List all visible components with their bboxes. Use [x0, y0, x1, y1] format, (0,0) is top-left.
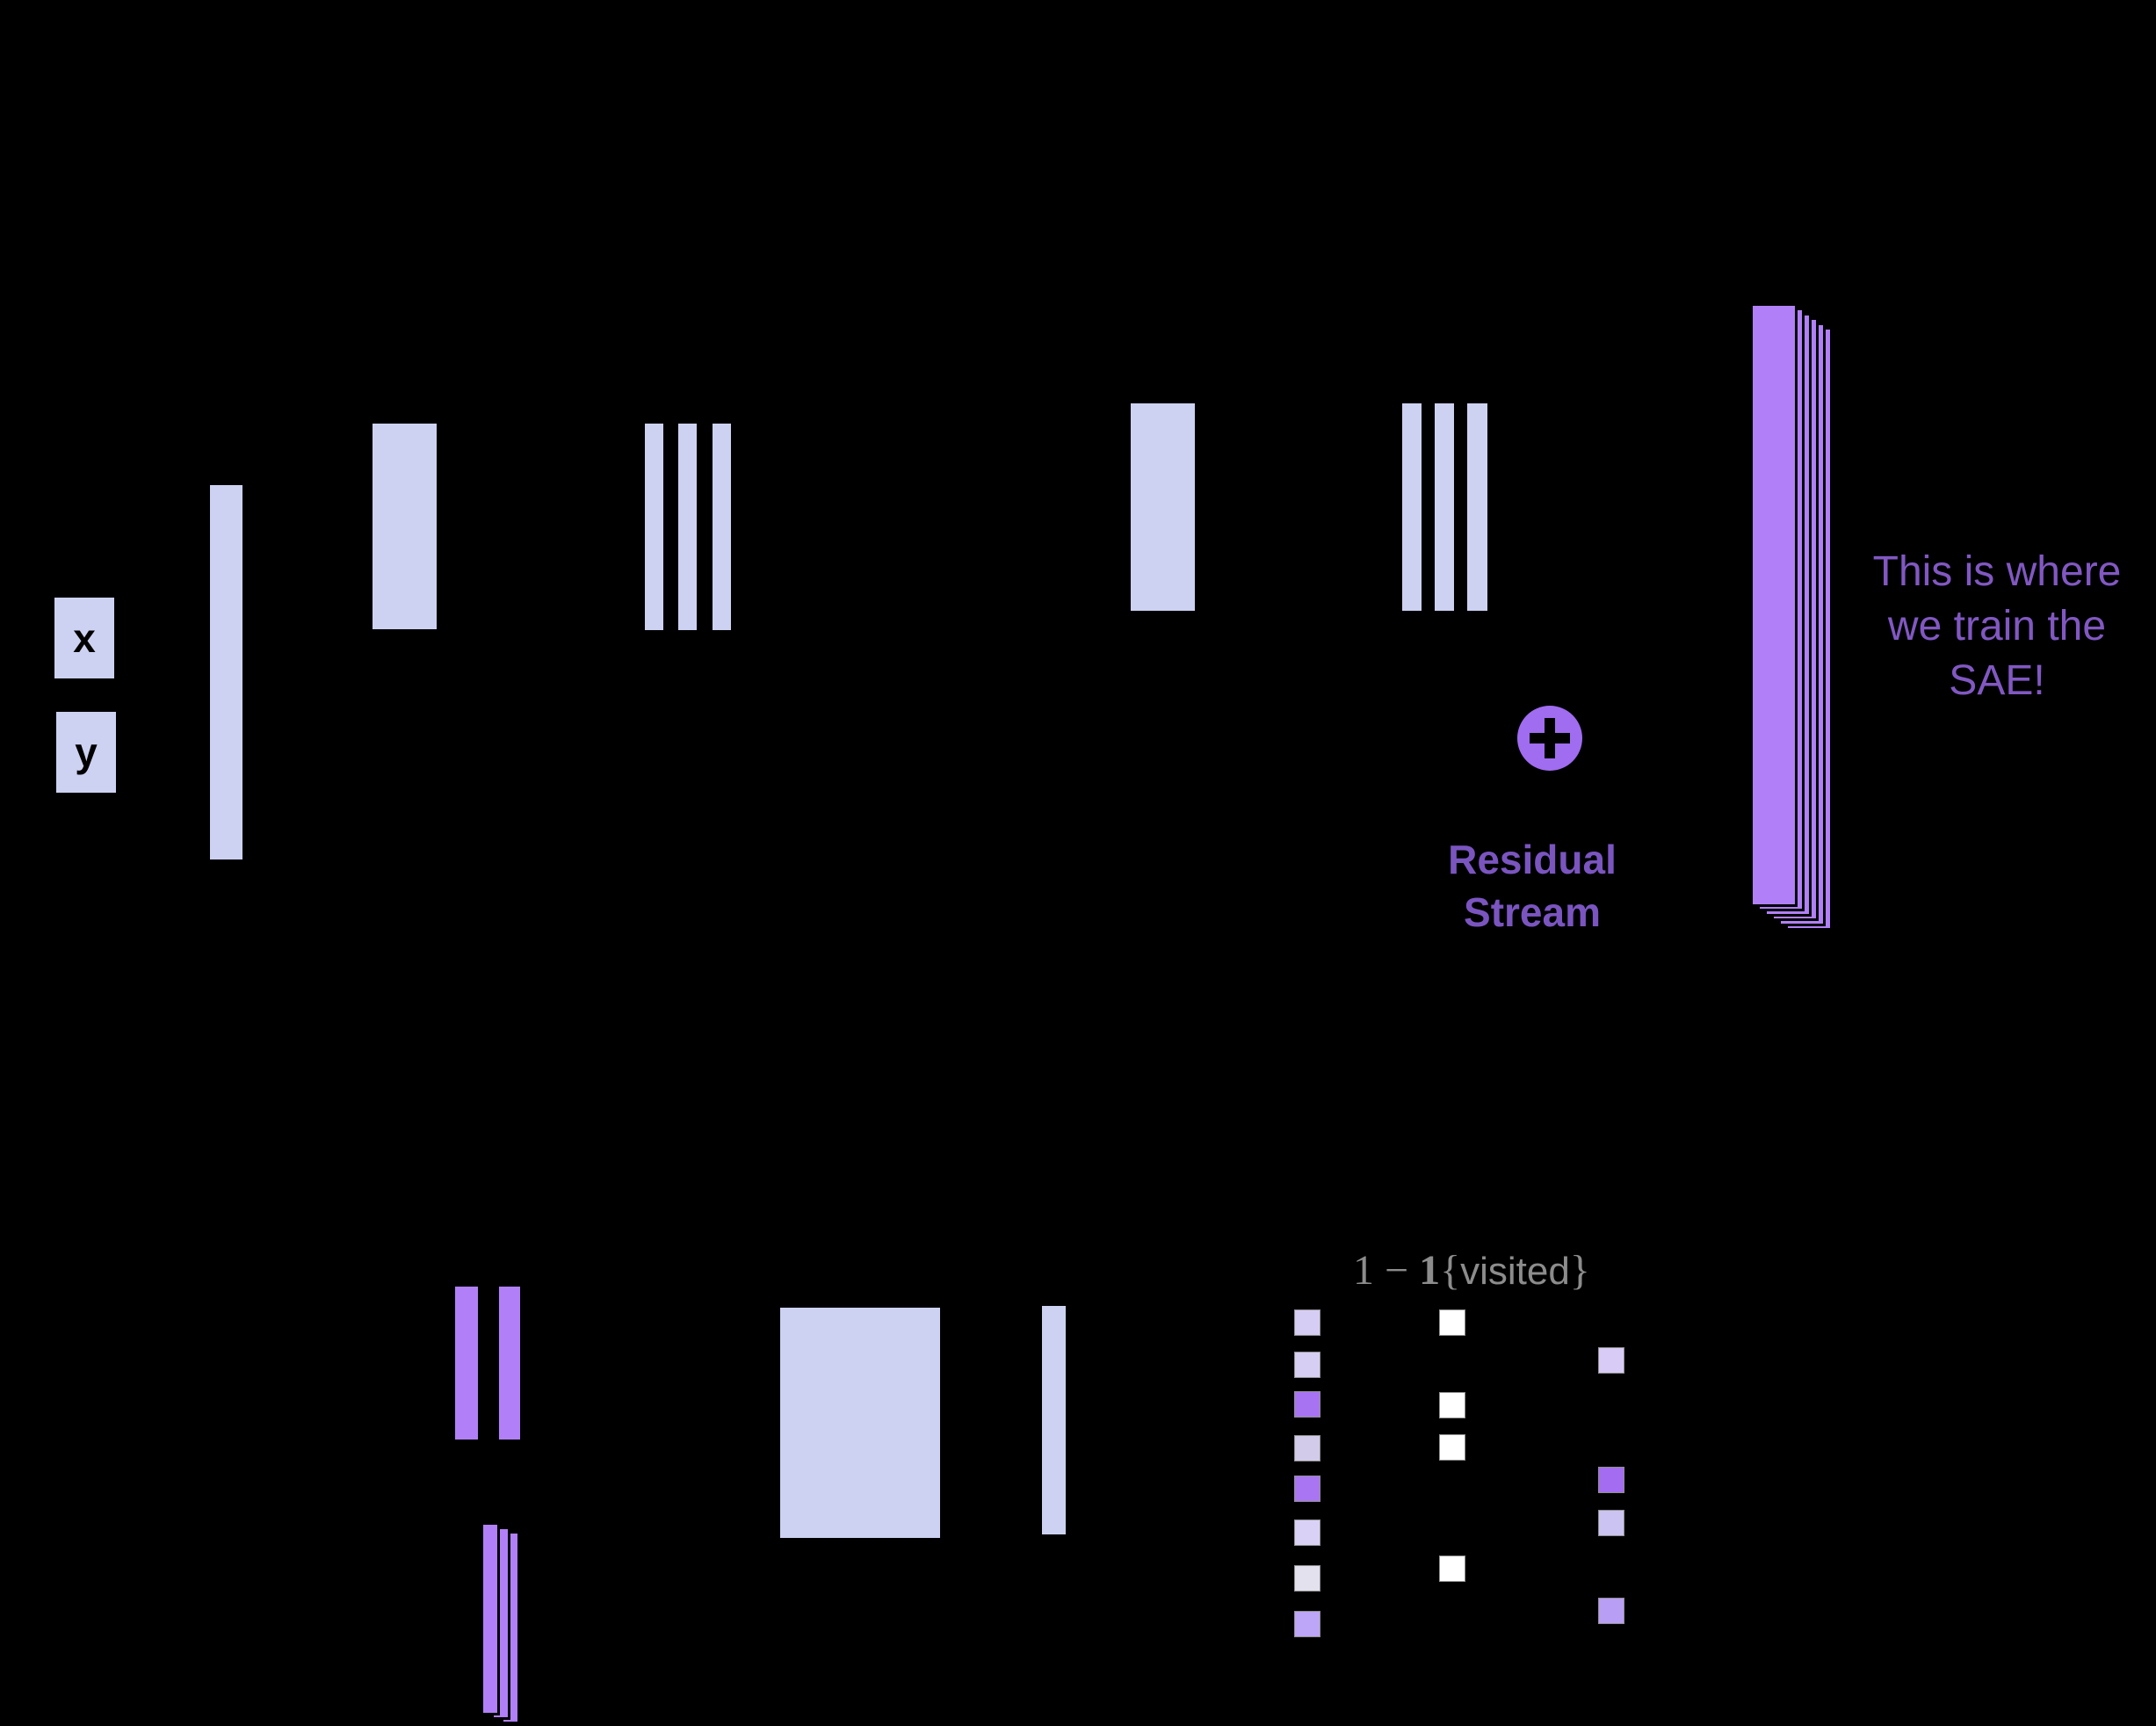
layer2-thin-bar-2 — [1435, 403, 1454, 611]
layer2-wide-bar — [1131, 403, 1195, 611]
sae-training-note: This is where we train the SAE! — [1872, 548, 2122, 704]
formula-close-brace: } — [1569, 1247, 1590, 1294]
input-x-label: x — [73, 615, 96, 661]
stack-sheet-front — [1750, 303, 1798, 907]
formula-open-brace: { — [1440, 1247, 1461, 1294]
feature-activations-column — [1294, 0, 1320, 1726]
layer2-thin-bar-1 — [1402, 403, 1422, 611]
layer1-thin-bar-2 — [678, 424, 697, 630]
sae-input-bar-1 — [455, 1287, 478, 1440]
residual-stream-label: Residual Stream — [1448, 837, 1617, 935]
mask-cell — [1439, 1434, 1465, 1461]
activation-cell — [1294, 1519, 1320, 1546]
mask-cell — [1439, 1392, 1465, 1418]
residual-add-node — [1517, 706, 1582, 771]
layer1-thin-bar-1 — [645, 424, 663, 630]
sae-encoder-matrix — [780, 1308, 940, 1538]
masked-activation-cell — [1598, 1510, 1624, 1536]
input-y-label: y — [75, 729, 98, 775]
formula-set-name: visited — [1460, 1250, 1570, 1293]
layer1-thin-bar-3 — [713, 424, 731, 630]
formula-minus: − — [1374, 1247, 1420, 1294]
formula-one: 1 — [1353, 1247, 1374, 1294]
activation-cell — [1294, 1352, 1320, 1378]
mask-cell — [1439, 1556, 1465, 1582]
embedding-vector-bar — [210, 485, 242, 859]
plus-icon — [1517, 706, 1582, 771]
activation-cell — [1294, 1476, 1320, 1502]
sae-input-bar-2 — [499, 1287, 520, 1440]
mask-formula: 1 − 1{visited} — [1353, 1248, 1590, 1294]
activation-cell — [1294, 1565, 1320, 1592]
formula-indicator-one: 1 — [1419, 1247, 1441, 1294]
layer2-thin-bar-3 — [1467, 403, 1487, 611]
layer1-wide-bar — [373, 424, 437, 629]
stack-sheet-front — [481, 1522, 500, 1715]
activation-cell — [1294, 1309, 1320, 1336]
activation-cell — [1294, 1435, 1320, 1461]
sae-latent-bar — [1042, 1306, 1066, 1534]
masked-activation-cell — [1598, 1598, 1624, 1624]
activation-cell — [1294, 1611, 1320, 1637]
input-y-box: y — [56, 712, 116, 793]
activation-cell — [1294, 1391, 1320, 1418]
input-x-box: x — [54, 598, 114, 678]
masked-activation-cell — [1598, 1467, 1624, 1493]
mask-cell — [1439, 1309, 1465, 1336]
masked-activation-cell — [1598, 1347, 1624, 1374]
